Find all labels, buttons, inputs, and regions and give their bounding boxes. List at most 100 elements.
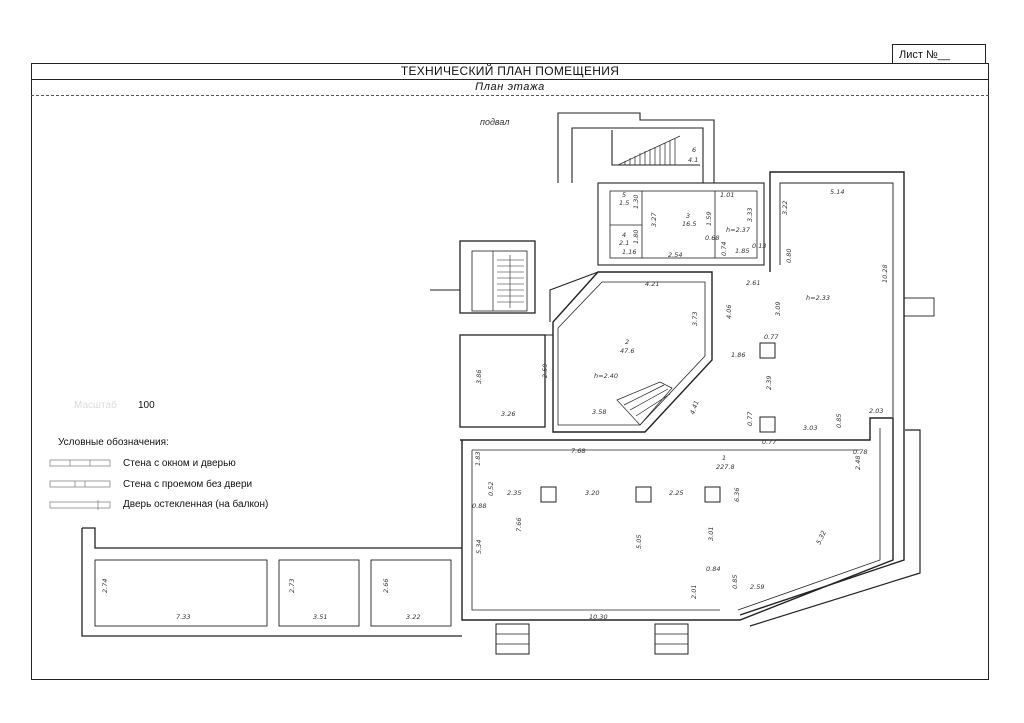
drawing-frame xyxy=(31,63,989,680)
column xyxy=(540,486,557,503)
dim-label: 2.03 xyxy=(869,407,883,415)
legend-item-window-door: Стена с окном и дверью xyxy=(123,458,236,469)
dim-label: 1.59 xyxy=(705,212,713,226)
dim-label: 2.59 xyxy=(541,364,549,378)
dim-label: 5.14 xyxy=(830,188,844,196)
dim-label: 0.85 xyxy=(731,575,739,589)
dim-label: 2.74 xyxy=(101,579,109,593)
dim-label: 3.33 xyxy=(746,208,754,222)
dim-label: 0.80 xyxy=(785,249,793,263)
dim-label: 10.30 xyxy=(589,613,608,621)
left-stairs xyxy=(497,255,524,308)
dim-label: 2.66 xyxy=(382,579,390,593)
entrance-steps xyxy=(654,623,689,655)
dim-label: 3.01 xyxy=(707,527,715,541)
room-3-block xyxy=(597,182,765,266)
dim-label: 0.77 xyxy=(764,333,779,341)
dim-label: 0.68 xyxy=(705,234,719,242)
scale-value: 100 xyxy=(138,400,155,411)
room-3-number: 3 xyxy=(686,212,690,220)
room-6-area: 4.1 xyxy=(688,156,698,164)
dim-label: 2.25 xyxy=(669,489,683,497)
dim-label: 3.22 xyxy=(406,613,420,621)
room-5-area: 1.5 xyxy=(619,199,629,207)
legend-item-opening: Стена с проемом без двери xyxy=(123,479,253,490)
dim-label: 0.88 xyxy=(472,502,486,510)
dim-label: 0.74 xyxy=(720,242,728,256)
dim-label: 2.59 xyxy=(750,583,764,591)
legend-symbol-opening xyxy=(49,480,111,488)
dim-label: 1.85 xyxy=(735,247,749,255)
scale-label: Масштаб xyxy=(74,400,117,411)
dim-label: 3.26 xyxy=(501,410,515,418)
dim-label: 0.52 xyxy=(487,482,495,496)
dim-label: 0.84 xyxy=(706,565,720,573)
room-4-number: 4 xyxy=(622,231,626,239)
dim-label: 1.16 xyxy=(622,248,636,256)
left-wing-room xyxy=(94,559,268,627)
dim-label: 0.13 xyxy=(752,242,766,250)
basement-label: подвал xyxy=(480,117,509,127)
column xyxy=(759,416,776,433)
basement-outer-wall xyxy=(557,112,715,183)
room-2-height: h=2.40 xyxy=(594,372,618,380)
room-2-area: 47.6 xyxy=(620,347,634,355)
dim-label: 3.20 xyxy=(585,489,599,497)
plan-title: ТЕХНИЧЕСКИЙ ПЛАН ПОМЕЩЕНИЯ xyxy=(400,64,620,78)
room-1-area: 227.8 xyxy=(716,463,735,471)
entrance-steps xyxy=(495,623,530,655)
left-stairwell xyxy=(459,240,536,314)
basement-stair-core xyxy=(611,130,700,166)
room-3-area: 16.5 xyxy=(682,220,696,228)
legend-symbol-glazed-door xyxy=(49,501,111,509)
dim-label: 1.80 xyxy=(632,230,640,244)
basement-stairs xyxy=(617,135,681,166)
dim-label: 1.30 xyxy=(632,195,640,209)
left-room xyxy=(459,334,546,428)
dim-label: 2.35 xyxy=(507,489,521,497)
dim-label: 3.09 xyxy=(774,302,782,316)
dim-label: 2.73 xyxy=(288,579,296,593)
right-room-height: h=2.33 xyxy=(806,294,830,302)
left-wing-room xyxy=(370,559,452,627)
dim-label: 7.33 xyxy=(176,613,190,621)
dim-label: 2.01 xyxy=(690,585,698,599)
column xyxy=(759,342,776,359)
dim-label: 4.41 xyxy=(688,399,700,415)
dim-label: 0.78 xyxy=(853,448,867,456)
left-wing-room xyxy=(278,559,360,627)
room-1-number: 1 xyxy=(722,454,726,462)
dim-label: 0.77 xyxy=(746,411,754,426)
subtitle-divider xyxy=(31,95,989,96)
dim-label: 3.86 xyxy=(475,370,483,384)
dim-label: 1.86 xyxy=(731,351,745,359)
title-divider xyxy=(31,79,989,80)
dim-label: 10.28 xyxy=(881,264,889,283)
legend-symbol-window-door xyxy=(49,459,111,467)
dim-label: 3.73 xyxy=(691,312,699,326)
column xyxy=(704,486,721,503)
room-6-number: 6 xyxy=(692,146,696,154)
dim-label: 2.54 xyxy=(668,251,682,259)
room-2-stairs xyxy=(616,381,673,426)
plan-subtitle: План этажа xyxy=(475,81,545,93)
room-4-area: 2.1 xyxy=(619,239,629,247)
dim-label: 7.68 xyxy=(571,447,585,455)
dim-label: 2.48 xyxy=(854,456,862,470)
dim-label: 0.85 xyxy=(835,414,843,428)
dim-label: 5.05 xyxy=(635,535,643,549)
dim-label: 1.83 xyxy=(474,452,482,466)
legend-title: Условные обозначения: xyxy=(58,437,169,448)
dim-label: 1.01 xyxy=(720,191,734,199)
room-1-wall xyxy=(460,417,894,621)
room-3-height: h=2.37 xyxy=(726,226,751,234)
room-2-wall xyxy=(552,271,713,433)
dim-label: 4.21 xyxy=(645,280,659,288)
column xyxy=(635,486,652,503)
dim-label: 5.32 xyxy=(815,529,828,546)
dim-label: 4.06 xyxy=(725,305,733,319)
dim-label: 6.36 xyxy=(733,488,741,502)
dim-label: 3.03 xyxy=(803,424,817,432)
dim-label: 3.27 xyxy=(650,212,658,227)
basement-inner-wall xyxy=(571,127,704,183)
